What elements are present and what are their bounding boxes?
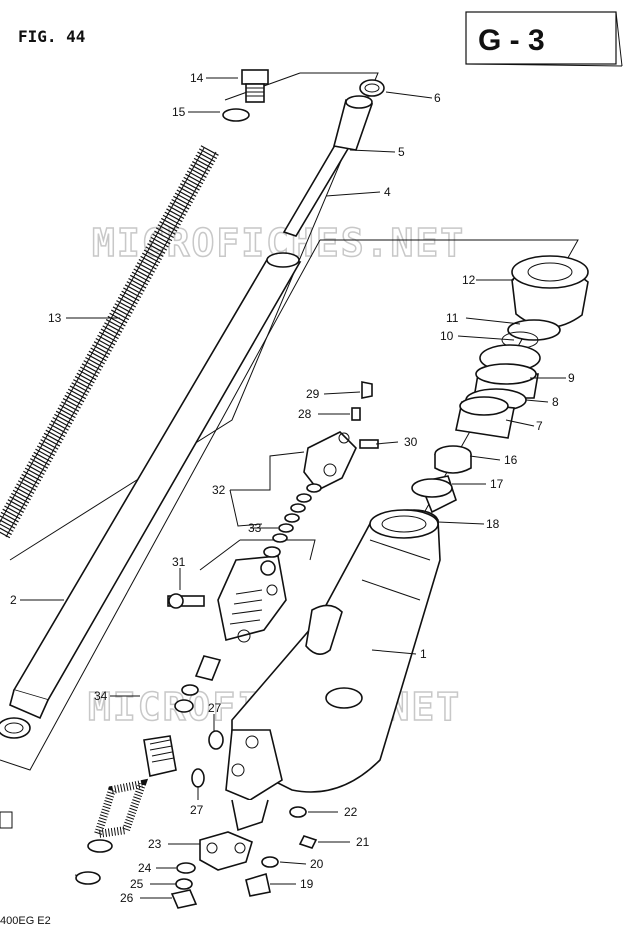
callout-26: 26	[120, 891, 134, 905]
damper-rod	[282, 79, 385, 237]
callout-33: 33	[248, 521, 262, 535]
callout-18: 18	[486, 517, 500, 531]
callout-20: 20	[310, 857, 324, 871]
callout-23: 23	[148, 837, 162, 851]
axle-holder	[170, 831, 253, 909]
edge-mark	[0, 811, 13, 829]
callout-2: 2	[10, 593, 17, 607]
seal-stack	[455, 344, 541, 439]
washer-rings	[191, 730, 224, 788]
leader-lines	[20, 77, 566, 899]
callout-8: 8	[552, 395, 559, 409]
callout-13: 13	[48, 311, 62, 325]
dust-seal-group	[501, 255, 589, 349]
fork-spring	[0, 145, 219, 540]
upper-fitting	[303, 381, 379, 493]
callout-14: 14	[190, 71, 204, 85]
section-code-box: G - 3	[465, 11, 623, 67]
callout-29: 29	[306, 387, 320, 401]
callout-17: 17	[490, 477, 504, 491]
callout-labels: 14 15 6 5 4 12 11 10 9 8 7 16 17 18 1 13…	[10, 71, 575, 905]
inner-tube	[0, 252, 302, 739]
callout-10: 10	[440, 329, 454, 343]
callout-28: 28	[298, 407, 312, 421]
callout-6: 6	[434, 91, 441, 105]
callout-25: 25	[130, 877, 144, 891]
adjuster-body	[167, 555, 287, 643]
callout-31: 31	[172, 555, 186, 569]
callout-21: 21	[356, 835, 370, 849]
outer-tube	[225, 509, 441, 832]
callout-19: 19	[300, 877, 314, 891]
figure-label: FIG. 44	[18, 27, 85, 46]
callout-9: 9	[568, 371, 575, 385]
callout-11: 11	[446, 311, 459, 325]
callout-1: 1	[420, 647, 427, 661]
callout-5: 5	[398, 145, 405, 159]
callout-16: 16	[504, 453, 518, 467]
model-code: 400EG E2	[0, 915, 51, 927]
valve-assembly	[75, 655, 222, 885]
o-ring-chain	[263, 493, 312, 558]
cap-bolt	[222, 69, 269, 122]
callout-24: 24	[138, 861, 152, 875]
callout-12: 12	[462, 273, 476, 287]
callout-4: 4	[384, 185, 391, 199]
callout-7: 7	[536, 419, 543, 433]
section-code: G - 3	[478, 24, 545, 57]
callout-15: 15	[172, 105, 186, 119]
callout-22: 22	[344, 805, 358, 819]
callout-27-lower: 27	[190, 803, 204, 817]
callout-32: 32	[212, 483, 226, 497]
callout-27-upper: 27	[208, 701, 222, 715]
callout-30: 30	[404, 435, 418, 449]
callout-34: 34	[94, 689, 108, 703]
lower-fasteners	[245, 806, 318, 897]
